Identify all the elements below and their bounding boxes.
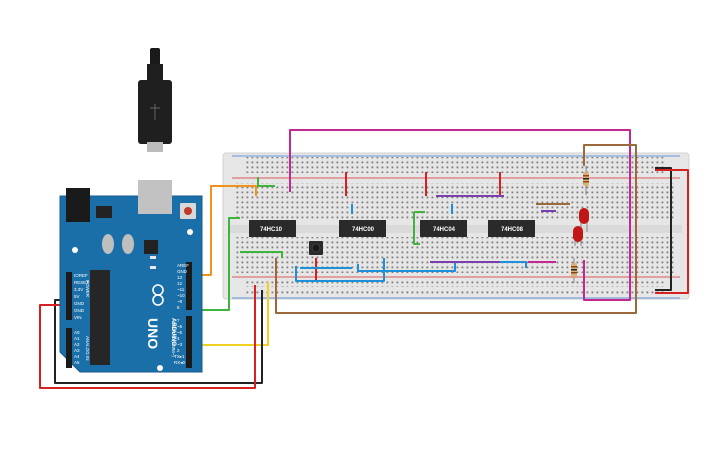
pin-label-a1: A1 — [74, 336, 80, 341]
wire-green-2[interactable] — [240, 251, 283, 258]
arduino-uno-board[interactable]: ARDUINO UNO AREF GND 13 12 ~11 ~10 ~9 8 … — [59, 180, 203, 373]
pin-label-10: ~10 — [177, 293, 185, 298]
voltage-regulator — [144, 240, 158, 254]
pin-label-3: ~3 — [177, 342, 183, 347]
top-rail-holes-2 — [246, 166, 666, 173]
digital-header-top[interactable] — [186, 262, 192, 310]
wire-red-1[interactable] — [39, 285, 256, 389]
atmega-chip — [90, 270, 110, 365]
pin-label-gnd: GND — [177, 269, 188, 274]
chip-74hc08[interactable]: 74HC08 — [488, 220, 535, 237]
pin-label-ioref: IOREF — [74, 273, 88, 278]
chip-label: 74HC04 — [433, 227, 456, 233]
reset-button-icon[interactable] — [180, 203, 196, 219]
status-led-2 — [150, 266, 156, 269]
usb-chip — [96, 206, 112, 218]
arduino-infinity-logo-icon — [152, 284, 164, 306]
pin-label-reset: RESET — [74, 280, 89, 285]
model-label: UNO — [145, 318, 161, 349]
digital-title: DIGITAL (PWM~) — [171, 322, 176, 357]
mount-hole-3 — [187, 229, 193, 235]
wire-orange-1[interactable] — [200, 185, 257, 276]
pin-label-rx: RX◂0 — [174, 360, 186, 365]
pin-label-vin: VIN — [74, 315, 82, 320]
resistor-2[interactable] — [571, 258, 577, 283]
pin-label-a2: A2 — [74, 342, 80, 347]
usb-receptacle — [138, 180, 172, 214]
led-2[interactable] — [573, 226, 583, 246]
analog-header[interactable] — [66, 328, 72, 368]
pin-label-9: ~9 — [177, 299, 183, 304]
pin-label-gnd2: GND — [74, 308, 85, 313]
dc-jack — [66, 188, 90, 222]
status-led-1 — [150, 256, 156, 259]
wire-green-3[interactable] — [413, 212, 420, 245]
power-header[interactable] — [66, 272, 72, 320]
pin-label-7: 7 — [177, 318, 180, 323]
chip-74hc04[interactable]: 74HC04 — [420, 220, 467, 237]
mount-hole-1 — [72, 247, 78, 253]
wire-magenta-1[interactable] — [289, 129, 631, 301]
pin-label-gnd1: GND — [74, 301, 85, 306]
power-title: POWER — [85, 280, 90, 298]
pin-label-4: 4 — [177, 336, 180, 341]
mount-hole-2 — [157, 365, 163, 371]
wire-green-1[interactable] — [200, 217, 240, 311]
pin-label-6: ~6 — [177, 324, 183, 329]
pin-label-5: ~5 — [177, 330, 183, 335]
pin-label-3v3: 3.3V — [74, 287, 83, 292]
pin-label-11: ~11 — [177, 287, 185, 292]
digital-header-bottom[interactable] — [186, 316, 192, 368]
pin-label-tx: TX▸1 — [174, 354, 185, 359]
push-button[interactable] — [309, 241, 323, 255]
capacitor-1 — [102, 234, 114, 254]
pin-label-12: 12 — [177, 281, 183, 286]
wire-red-2[interactable] — [655, 169, 689, 294]
wire-brown-1[interactable] — [275, 144, 637, 314]
wire-black-2[interactable] — [655, 167, 672, 291]
pin-label-2: 2 — [177, 348, 180, 353]
wire-yellow-1[interactable] — [200, 282, 269, 346]
main-holes-top — [236, 183, 676, 219]
pin-label-13: 13 — [177, 275, 183, 280]
pin-label-a0: A0 — [74, 330, 80, 335]
pin-label-aref: AREF — [177, 263, 189, 268]
top-rail-holes-1 — [246, 157, 666, 164]
capacitor-2 — [122, 234, 134, 254]
brand-label: ARDUINO — [170, 318, 176, 346]
pin-label-a5: A5 — [74, 360, 80, 365]
pin-label-5v: 5V — [74, 294, 80, 299]
chip-74hc00[interactable]: 74HC00 — [339, 220, 386, 237]
bottom-rail-holes-2 — [246, 289, 666, 296]
analog-title: ANALOG IN — [85, 336, 90, 361]
wire-blue-6[interactable] — [500, 261, 527, 268]
wire-blue-1[interactable] — [295, 258, 385, 282]
chip-74hc10[interactable]: 74HC10 — [249, 220, 296, 237]
wire-blue-2[interactable] — [357, 262, 456, 272]
pin-label-8: 8 — [177, 305, 180, 310]
pin-label-a4: A4 — [74, 354, 80, 359]
pin-label-a3: A3 — [74, 348, 80, 353]
wire-green-4[interactable] — [257, 177, 275, 187]
chip-label: 74HC00 — [352, 227, 375, 233]
chip-label: 74HC08 — [501, 227, 524, 233]
chip-label: 74HC10 — [260, 227, 283, 233]
bottom-rail-holes-1 — [246, 280, 666, 287]
resistor-1[interactable] — [583, 166, 589, 195]
